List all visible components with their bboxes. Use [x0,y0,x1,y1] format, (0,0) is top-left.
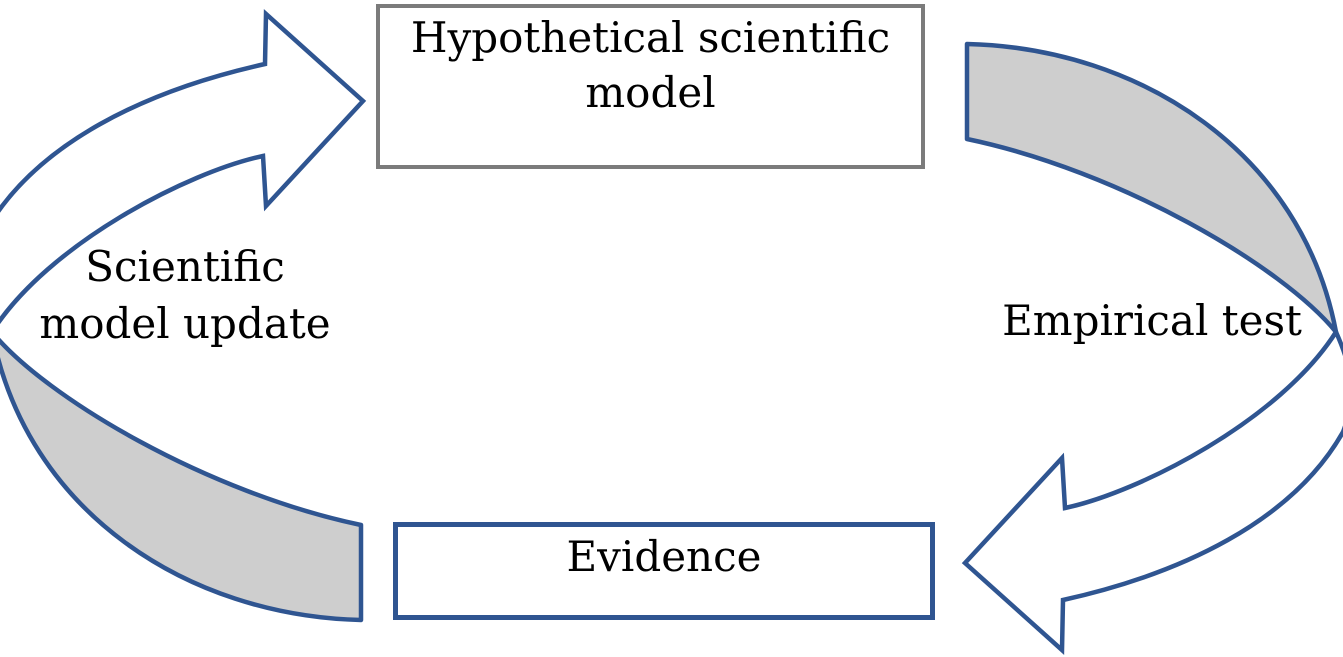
label-scientific-model-update-line1: Scientific [85,242,285,291]
empirical-test-arrow-back-ribbon [964,41,1339,335]
model-update-arrow-back-ribbon [0,337,364,623]
label-scientific-model-update-line2: model update [39,299,331,348]
empirical-test-arrow-front-ribbon [961,327,1343,655]
node-hypothetical-scientific-model-label: Hypothetical scientific model [410,13,891,117]
node-hypothetical-scientific-model: Hypothetical scientific model [376,4,925,169]
model-update-arrow [0,9,367,623]
node-evidence: Evidence [393,522,935,620]
model-update-arrow-front-ribbon [0,9,367,325]
label-scientific-model-update: Scientific model update [30,238,340,352]
label-empirical-test: Empirical test [1002,296,1302,345]
empirical-test-arrow [961,41,1343,655]
node-evidence-label: Evidence [566,532,762,581]
